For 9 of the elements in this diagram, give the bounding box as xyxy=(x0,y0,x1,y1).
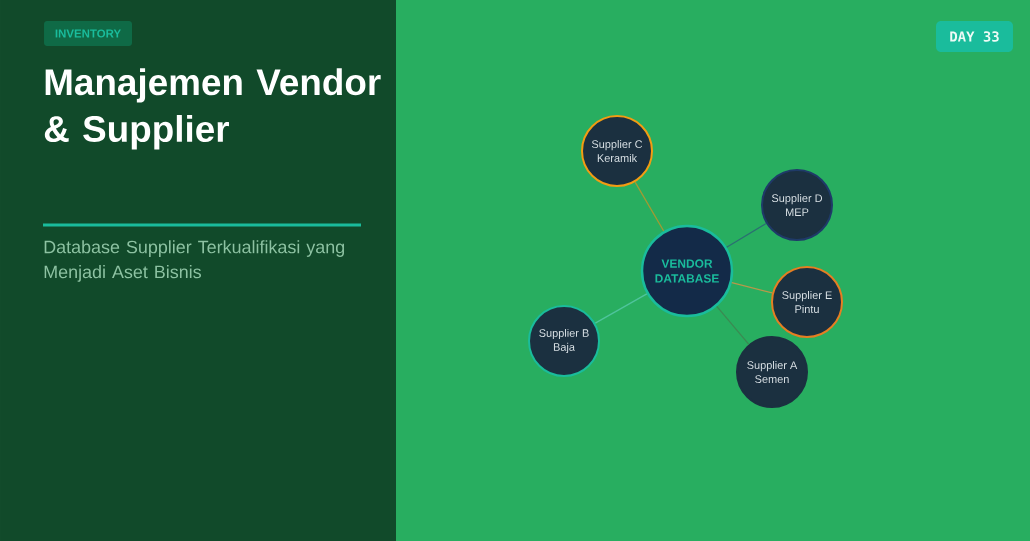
connector-line xyxy=(594,293,648,324)
category-badge: INVENTORY xyxy=(44,21,132,46)
connector-line xyxy=(731,281,773,294)
title: Manajemen Vendor & Supplier xyxy=(44,68,381,150)
day-badge: DAY 33 xyxy=(936,21,1013,52)
connector-line xyxy=(726,222,767,248)
connector-line xyxy=(716,305,750,346)
connector-line xyxy=(634,181,665,232)
subtitle: Database Supplier Terkualifikasi yang Menjadi Aset Bisnis xyxy=(44,240,344,282)
